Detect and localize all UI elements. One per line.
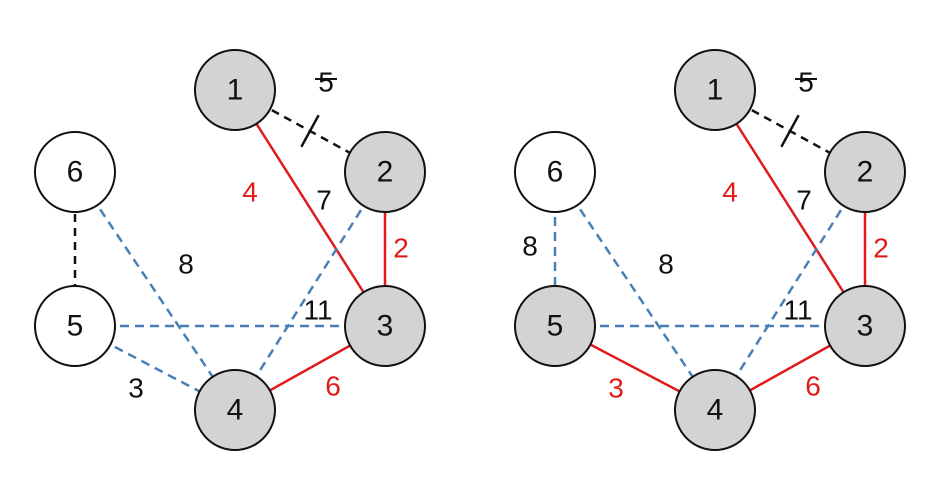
edge-weight-2-3: 2	[873, 233, 889, 264]
edge-weight-2-4: 7	[796, 185, 812, 216]
edge-weight-5-4: 3	[128, 373, 144, 404]
node-circle	[674, 369, 756, 451]
edge-weight-5-3: 11	[783, 295, 812, 326]
node-circle	[344, 285, 426, 367]
edge-weight-2-3: 2	[393, 233, 409, 264]
node-2: 2	[344, 131, 426, 213]
edge-2-4	[233, 171, 387, 411]
node-circle	[514, 285, 596, 367]
graph-panel-right: 5 4 2 6 3 7 11 8 8 1 2 3 4 5 6	[514, 49, 906, 451]
node-label: 2	[857, 156, 874, 189]
edge-weight-6-4: 8	[178, 249, 194, 280]
node-circle	[674, 49, 756, 131]
edge-weight-5-4: 3	[608, 373, 624, 404]
node-circle	[344, 131, 426, 213]
edge-weight-1-2: 5	[798, 67, 814, 98]
edge-weight-1-3: 4	[242, 177, 258, 208]
node-circle	[34, 285, 116, 367]
edge-weight-2-4: 7	[316, 185, 332, 216]
edge-6-4	[553, 171, 717, 411]
node-1: 1	[194, 49, 276, 131]
node-circle	[824, 285, 906, 367]
node-circle	[194, 369, 276, 451]
edge-2-4	[713, 171, 867, 411]
node-4: 4	[674, 369, 756, 451]
edge-6-4	[73, 171, 237, 411]
node-label: 5	[67, 310, 84, 343]
node-label: 3	[377, 310, 394, 343]
node-label: 1	[227, 74, 244, 107]
node-layer: 1 2 3 4 5 6	[34, 49, 426, 451]
node-label: 4	[707, 394, 724, 427]
strike-mark	[300, 114, 320, 148]
node-label: 6	[67, 156, 84, 189]
node-4: 4	[194, 369, 276, 451]
node-circle	[194, 49, 276, 131]
node-layer: 1 2 3 4 5 6	[514, 49, 906, 451]
edge-weight-3-4: 6	[805, 371, 821, 402]
node-1: 1	[674, 49, 756, 131]
node-label: 6	[547, 156, 564, 189]
edge-1-3	[233, 89, 387, 327]
node-label: 1	[707, 74, 724, 107]
edge-weight-5-3: 11	[303, 295, 332, 326]
edge-weight-6-5: 8	[522, 231, 538, 262]
edge-1-3	[713, 89, 867, 327]
node-label: 3	[857, 310, 874, 343]
graph-panel-left: 5 4 2 6 7 11 8 3 1 2 3 4 5 6	[34, 49, 426, 451]
node-label: 2	[377, 156, 394, 189]
node-5: 5	[34, 285, 116, 367]
edge-weight-1-3: 4	[722, 177, 738, 208]
node-3: 3	[824, 285, 906, 367]
node-2: 2	[824, 131, 906, 213]
node-circle	[514, 131, 596, 213]
node-circle	[34, 131, 116, 213]
node-3: 3	[344, 285, 426, 367]
node-6: 6	[514, 131, 596, 213]
node-label: 5	[547, 310, 564, 343]
strike-mark	[780, 114, 800, 148]
edge-weight-6-4: 8	[658, 249, 674, 280]
node-label: 4	[227, 394, 244, 427]
edge-weight-1-2: 5	[318, 67, 334, 98]
edge-weight-3-4: 6	[325, 371, 341, 402]
node-6: 6	[34, 131, 116, 213]
node-circle	[824, 131, 906, 213]
node-5: 5	[514, 285, 596, 367]
